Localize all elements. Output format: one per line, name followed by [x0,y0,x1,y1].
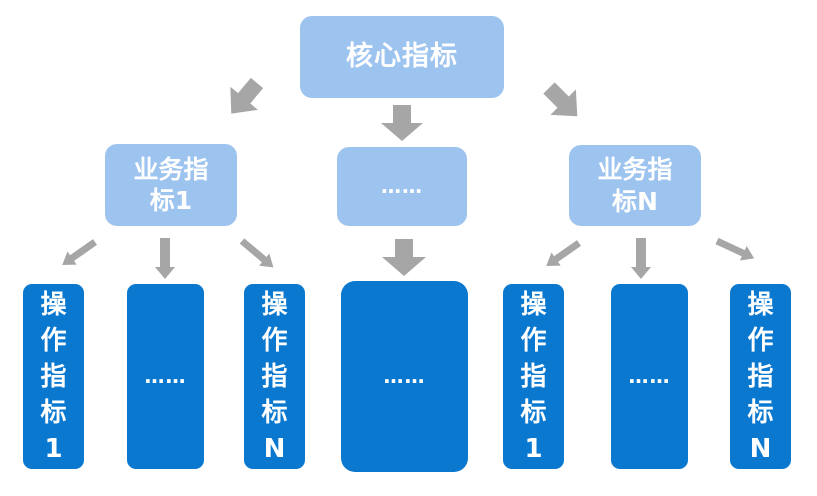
arrow-business-1-to-leaf-1 [62,239,98,265]
operation-metric-n-right-node: 操 作 指 标 N [730,284,791,469]
root-node: 核心指标 [300,16,504,98]
operation-metric-ellipsis-center-node: …… [341,281,468,472]
arrow-business-1-to-leaf-ellipsis [155,238,175,279]
arrow-root-to-business-n [543,82,578,117]
operation-metric-1-right-label: 操 作 指 标 1 [520,289,547,464]
operation-metric-1-left-node: 操 作 指 标 1 [23,284,84,469]
operation-metric-n-left-label: 操 作 指 标 N [261,289,288,464]
operation-metric-n-left-node: 操 作 指 标 N [244,284,305,469]
business-metric-1-label: 业务指 标1 [133,154,209,215]
arrow-business-n-to-leaf-n [715,237,755,261]
operation-metric-ellipsis-right-label: …… [628,364,671,388]
arrow-business-n-to-leaf-1 [546,240,582,266]
business-metric-n-label: 业务指 标N [597,155,673,216]
operation-metric-1-right-node: 操 作 指 标 1 [503,284,564,469]
operation-metric-ellipsis-center-label: …… [383,364,426,388]
operation-metric-ellipsis-right-node: …… [611,284,688,469]
business-metric-n-node: 业务指 标N [569,145,701,226]
business-metric-1-node: 业务指 标1 [105,144,237,226]
arrow-root-to-business-1 [230,77,264,114]
operation-metric-1-left-label: 操 作 指 标 1 [40,289,67,464]
root-label: 核心指标 [346,41,458,73]
business-metric-ellipsis-label: …… [381,174,423,198]
operation-metric-ellipsis-left-node: …… [127,284,204,469]
business-metric-ellipsis-node: …… [337,147,467,226]
arrow-root-to-business-ellipsis [381,105,423,141]
arrow-business-n-to-leaf-ellipsis [631,238,651,279]
operation-metric-n-right-label: 操 作 指 标 N [747,289,774,464]
arrow-business-ellipsis-to-center-leaf [382,239,426,276]
arrow-business-1-to-leaf-n [239,238,274,268]
operation-metric-ellipsis-left-label: …… [144,364,187,388]
